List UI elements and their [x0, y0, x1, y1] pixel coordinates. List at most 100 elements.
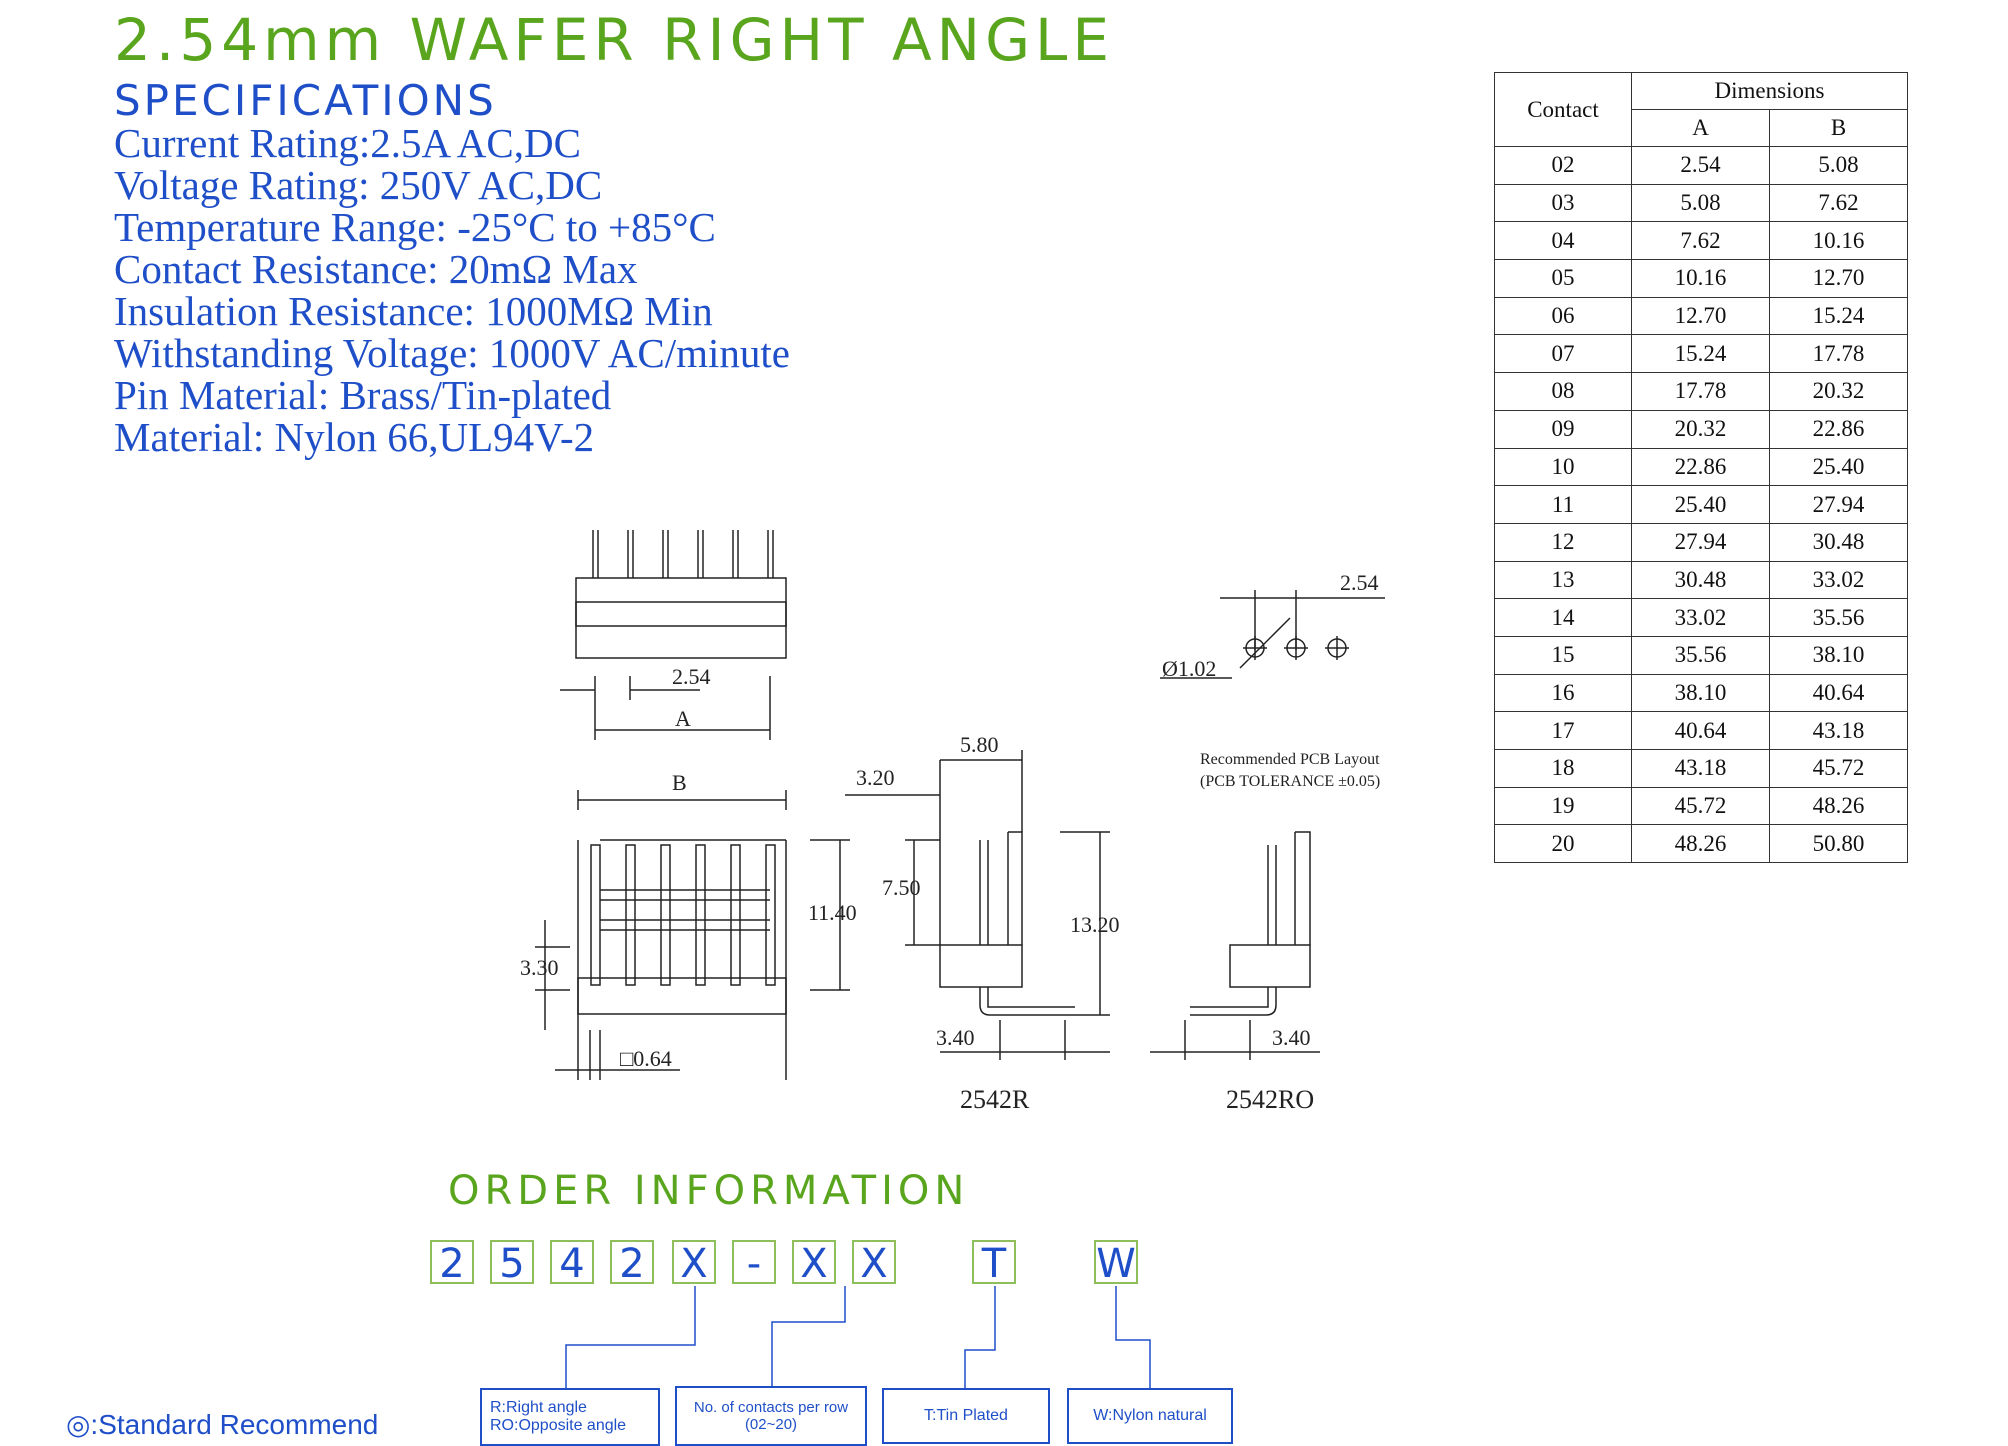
order-code-angle: X [672, 1240, 716, 1286]
dim-11-40: 11.40 [808, 900, 857, 925]
contact-cell: 10 [1494, 447, 1632, 487]
order-code-plating: T [972, 1240, 1016, 1286]
pcb-hole [1284, 636, 1308, 660]
front-view [535, 790, 850, 1080]
spec-withstanding-voltage: Withstanding Voltage: 1000V AC/minute [114, 330, 790, 376]
contact-cell: 02 [1494, 146, 1632, 185]
dim-b-cell: 38.10 [1769, 635, 1908, 675]
dim-3-40-ro: 3.40 [1272, 1025, 1311, 1050]
top-view [560, 530, 787, 740]
contact-cell: 08 [1494, 372, 1632, 411]
dim-b-label: B [672, 770, 687, 795]
dim-a-cell: 25.40 [1631, 485, 1770, 524]
dimensions-header: Dimensions [1631, 72, 1908, 110]
dim-a-cell: 7.62 [1631, 221, 1770, 261]
specifications-heading: SPECIFICATIONS [114, 76, 497, 125]
contact-cell: 14 [1494, 598, 1632, 637]
dim-5-80: 5.80 [960, 732, 999, 757]
contact-cell: 19 [1494, 786, 1632, 826]
dim-b-cell: 15.24 [1769, 296, 1908, 336]
spec-contact-resistance: Contact Resistance: 20mΩ Max [114, 246, 638, 292]
dim-13-20: 13.20 [1070, 912, 1120, 937]
contact-cell: 09 [1494, 409, 1632, 449]
dim-b-cell: 35.56 [1769, 598, 1908, 637]
spec-current-rating: Current Rating:2.5A AC,DC [114, 120, 581, 166]
dim-b-cell: 25.40 [1769, 447, 1908, 487]
page-title: 2.54mm WAFER RIGHT ANGLE [114, 6, 1114, 74]
dim-a-cell: 10.16 [1631, 259, 1770, 298]
front-view-housing [577, 977, 787, 1015]
dim-b-cell: 30.48 [1769, 522, 1908, 562]
standard-recommend-note: ◎:Standard Recommend [66, 1409, 379, 1440]
dim-b-cell: 20.32 [1769, 372, 1908, 411]
material-option-box: W:Nylon natural [1067, 1388, 1233, 1444]
dim-a-cell: 15.24 [1631, 334, 1770, 374]
pcb-hole-diameter: Ø1.02 [1162, 656, 1216, 681]
angle-option-box: R:Right angle RO:Opposite angle [480, 1388, 660, 1446]
dim-b-cell: 40.64 [1769, 673, 1908, 713]
order-code-digit: 2 [610, 1240, 654, 1286]
dim-b-cell: 7.62 [1769, 183, 1908, 223]
dim-b-header: B [1769, 109, 1908, 147]
dim-3-30: 3.30 [520, 955, 559, 980]
dim-a-cell: 2.54 [1631, 146, 1770, 185]
plating-option-label: T:Tin Plated [924, 1407, 1008, 1424]
dim-a-cell: 30.48 [1631, 560, 1770, 600]
spec-insulation-resistance: Insulation Resistance: 1000MΩ Min [114, 288, 713, 334]
dim-a-cell: 40.64 [1631, 711, 1770, 750]
contact-cell: 12 [1494, 522, 1632, 562]
side-view-2542ro [1150, 831, 1320, 1060]
top-view-pins [592, 530, 774, 578]
dim-b-cell: 33.02 [1769, 560, 1908, 600]
spec-material: Material: Nylon 66,UL94V-2 [114, 414, 595, 460]
dim-b-cell: 48.26 [1769, 786, 1908, 826]
contact-cell: 15 [1494, 635, 1632, 675]
dim-top-pitch: 2.54 [672, 664, 711, 689]
dim-a-label: A [675, 706, 691, 731]
label-2542ro: 2542RO [1226, 1085, 1314, 1114]
pcb-hole [1325, 636, 1349, 660]
contact-cell: 17 [1494, 711, 1632, 750]
material-option-label: W:Nylon natural [1093, 1407, 1207, 1424]
side-2542ro-housing [1229, 944, 1311, 988]
contacts-option-label: No. of contacts per row [693, 1399, 849, 1416]
plating-option-box: T:Tin Plated [882, 1388, 1050, 1444]
contact-cell: 20 [1494, 824, 1632, 864]
contact-cell: 13 [1494, 560, 1632, 600]
dim-a-cell: 43.18 [1631, 749, 1770, 788]
pcb-note-line1: Recommended PCB Layout [1200, 751, 1380, 768]
contact-cell: 11 [1494, 485, 1632, 524]
dim-b-cell: 50.80 [1769, 824, 1908, 864]
pcb-pitch: 2.54 [1340, 570, 1379, 595]
dim-7-50: 7.50 [882, 875, 921, 900]
spec-voltage-rating: Voltage Rating: 250V AC,DC [114, 162, 603, 208]
angle-option-opposite: RO:Opposite angle [490, 1417, 627, 1434]
top-view-rail [575, 601, 787, 627]
order-code-contacts-2: X [852, 1240, 896, 1286]
order-code-digit: 2 [430, 1240, 474, 1286]
pcb-note-line2: (PCB TOLERANCE ±0.05) [1200, 773, 1380, 790]
dim-a-header: A [1631, 109, 1770, 147]
dim-0-64: □0.64 [620, 1046, 672, 1071]
contacts-option-box: No. of contacts per row (02~20) [675, 1386, 867, 1446]
angle-option-right: R:Right angle [490, 1399, 587, 1416]
dim-a-cell: 45.72 [1631, 786, 1770, 826]
order-information-heading: ORDER INFORMATION [448, 1168, 970, 1214]
order-connectors [565, 1286, 1151, 1388]
side-2542r-housing [939, 944, 1023, 988]
order-code-material: W [1094, 1240, 1138, 1286]
order-code-digit: 4 [550, 1240, 594, 1286]
pcb-hole [1243, 636, 1267, 660]
